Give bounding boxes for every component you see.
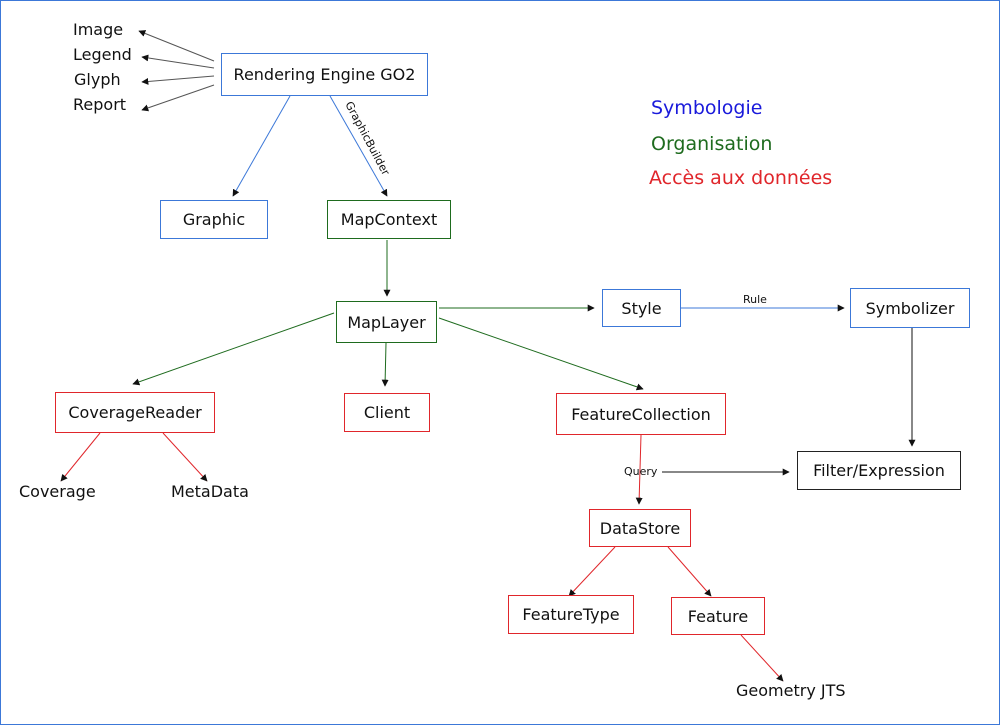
featurecollection-node: FeatureCollection <box>556 393 726 435</box>
filter-expression-node: Filter/Expression <box>797 451 961 490</box>
coveragereader-node: CoverageReader <box>55 392 215 433</box>
client-node: Client <box>344 393 430 432</box>
graphic-node: Graphic <box>160 200 268 239</box>
output-report-label: Report <box>73 95 127 114</box>
symbolizer-node: Symbolizer <box>850 288 970 328</box>
mapcontext-node: MapContext <box>327 200 451 239</box>
edge-engine-graphic <box>232 95 291 197</box>
edge-engine-legend <box>141 54 215 69</box>
edge-datastore-featuretype <box>568 546 616 597</box>
maplayer-node: MapLayer <box>336 301 437 343</box>
geometry-jts-label: Geometry JTS <box>736 681 846 700</box>
edge-label-graphicbuilder: GraphicBuilder <box>342 99 392 178</box>
edge-maplayer-featurecollection <box>438 317 644 391</box>
coverage-label: Coverage <box>19 482 96 501</box>
rendering-engine-node: Rendering Engine GO2 <box>221 53 428 96</box>
output-glyph-label: Glyph <box>74 70 121 89</box>
style-node: Style <box>602 289 681 327</box>
edge-label-rule: Rule <box>743 293 767 306</box>
edge-featurecollection-datastore <box>635 434 643 505</box>
legend-organisation: Organisation <box>651 133 773 155</box>
edge-coveragereader-metadata <box>162 432 208 482</box>
edge-engine-report <box>141 84 215 112</box>
legend-acces: Accès aux données <box>649 167 833 189</box>
edge-maplayer-coveragereader <box>132 312 335 386</box>
edge-datastore-feature <box>667 546 712 597</box>
edge-feature-geometry <box>740 634 784 682</box>
datastore-node: DataStore <box>589 509 691 547</box>
edge-engine-glyph <box>141 75 215 85</box>
feature-node: Feature <box>671 597 765 635</box>
edge-coveragereader-coverage <box>60 432 101 482</box>
metadata-label: MetaData <box>171 482 249 501</box>
output-image-label: Image <box>73 20 124 39</box>
featuretype-node: FeatureType <box>508 595 634 634</box>
output-legend-label: Legend <box>73 45 132 64</box>
edge-engine-mapcontext <box>329 95 388 197</box>
legend-symbologie: Symbologie <box>651 97 763 119</box>
edge-engine-image <box>138 30 215 62</box>
edge-maplayer-client <box>381 342 389 387</box>
edge-label-query: Query <box>624 465 658 478</box>
